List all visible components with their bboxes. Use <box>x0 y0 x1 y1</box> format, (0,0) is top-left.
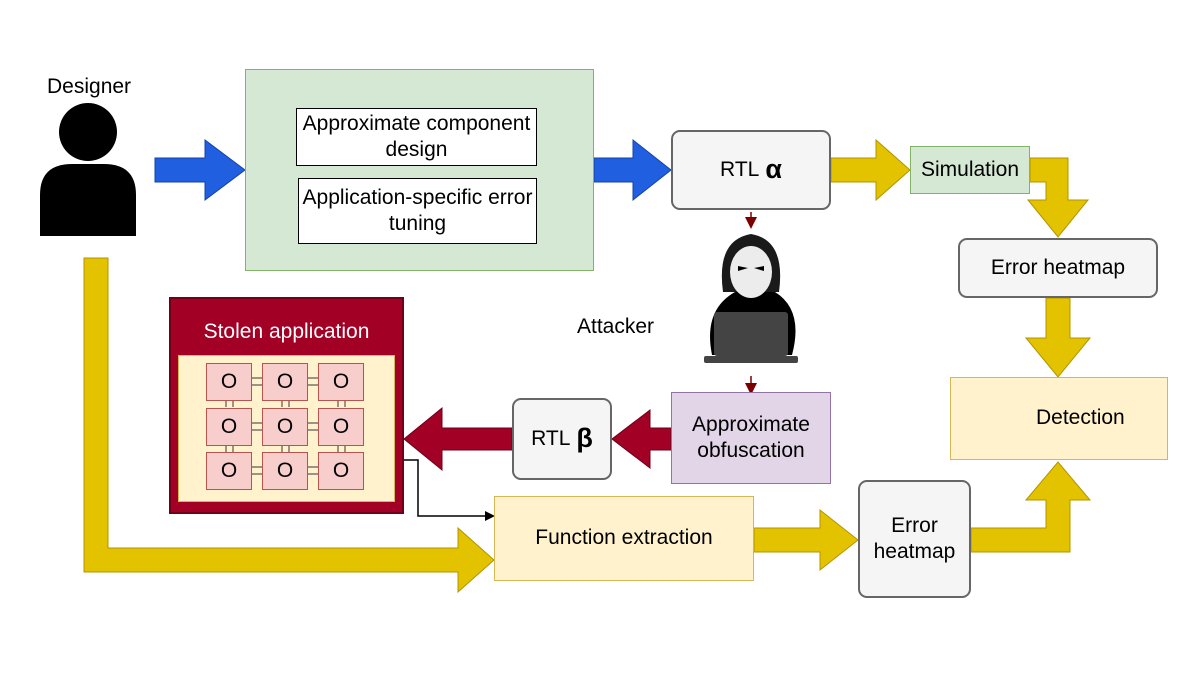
hacker-icon <box>704 234 798 363</box>
rtl-beta-prefix: RTL <box>531 426 571 450</box>
arrow-designer-to-design <box>154 139 246 201</box>
arrow-heatmap-bottom-to-detection <box>970 461 1092 553</box>
arrow-heatmap-to-detection <box>1024 297 1092 378</box>
grid-cell: O <box>318 408 364 446</box>
arrow-design-to-rtl-alpha <box>593 138 672 202</box>
error-tuning-box: Application-specific error tuning <box>298 178 537 244</box>
arrow-rtl-alpha-to-simulation <box>830 138 911 202</box>
detection-box <box>950 377 1168 460</box>
arrow-extraction-to-heatmap <box>753 508 859 572</box>
arrow-stolen-to-extraction <box>404 459 495 521</box>
person-icon <box>40 103 136 236</box>
arrow-obfuscation-to-rtl-beta <box>611 408 672 470</box>
grid-cell: O <box>318 452 364 490</box>
grid-cell: O <box>262 452 308 490</box>
function-extraction-box: Function extraction <box>494 496 754 581</box>
rtl-alpha-prefix: RTL <box>720 157 760 181</box>
grid-cell: O <box>206 452 252 490</box>
error-heatmap-bottom-box: Error heatmap <box>858 480 971 598</box>
rtl-alpha-box: RTL α <box>671 130 831 210</box>
grid-cell: O <box>262 363 308 401</box>
stolen-application-title: Stolen application <box>203 320 370 343</box>
detection-label: Detection <box>1036 406 1125 429</box>
rtl-beta-box: RTL β <box>512 398 612 480</box>
grid-cell: O <box>206 408 252 446</box>
arrow-designer-to-extraction <box>83 257 495 594</box>
grid-cell: O <box>206 363 252 401</box>
alpha-symbol: α <box>765 154 782 185</box>
approximate-obfuscation-box: Approximate obfuscation <box>671 392 831 484</box>
error-heatmap-top-box: Error heatmap <box>958 238 1158 298</box>
approximate-component-design-box: Approximate component design <box>296 108 537 166</box>
designer-label: Designer <box>47 75 132 98</box>
grid-cell: O <box>318 363 364 401</box>
simulation-box: Simulation <box>910 146 1030 194</box>
grid-cell: O <box>262 408 308 446</box>
arrow-rtl-beta-to-stolen-app <box>403 406 513 472</box>
beta-symbol: β <box>576 423 593 454</box>
arrow-simulation-to-heatmap <box>1026 157 1090 238</box>
attacker-label: Attacker <box>577 315 655 338</box>
